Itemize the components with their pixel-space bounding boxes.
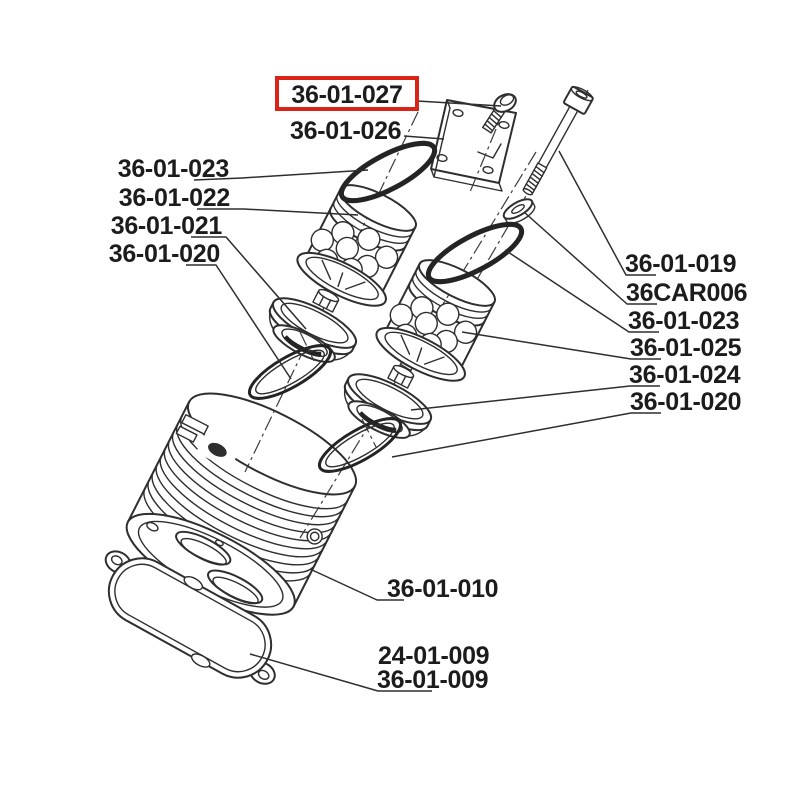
part-label-36-01-022: 36-01-022 <box>119 184 230 212</box>
piston-assembly-right-drawing <box>368 247 509 392</box>
axis-tick <box>299 331 315 362</box>
gasket-bolt-hole <box>110 555 123 566</box>
leader-o-ring-lower-right <box>391 412 661 458</box>
plate-screw-hole <box>452 109 464 117</box>
leader-piston-left <box>197 208 359 216</box>
leader-o-ring-upper-right <box>504 249 659 333</box>
cylinder-drawing <box>125 392 358 616</box>
part-label-36-01-020-left: 36-01-020 <box>109 240 220 268</box>
leader-washer <box>523 211 657 305</box>
part-labels: 36-01-027 36-01-026 36-01-023 36-01-022 … <box>109 81 748 694</box>
leader-o-ring-lower-left <box>186 264 292 380</box>
leader-valve-plate-right <box>410 385 660 411</box>
cylinder-port-hole <box>208 442 227 457</box>
part-label-36CAR006: 36CAR006 <box>626 279 747 307</box>
part-label-24-01-009: 24-01-009 <box>378 642 489 670</box>
plate-screw-hole <box>498 121 510 129</box>
cylinder-side-threaded-hole <box>306 528 323 545</box>
leader-screw <box>416 100 502 107</box>
axis-line-right-column <box>299 151 537 539</box>
part-label-36-01-010: 36-01-010 <box>387 575 498 603</box>
part-label-36-01-027: 36-01-027 <box>291 81 402 109</box>
cylinder-slot <box>175 425 198 443</box>
leader-cover-plate <box>403 135 445 140</box>
part-label-36-01-009: 36-01-009 <box>377 666 488 694</box>
plate-screw-hole <box>482 166 494 174</box>
bolt-drawing <box>522 85 594 196</box>
part-label-36-01-023-right: 36-01-023 <box>628 307 739 335</box>
screw-drawing <box>482 93 517 134</box>
leader-valve-plate-left <box>191 236 307 330</box>
leader-cylinder <box>309 568 404 601</box>
gasket-drawing <box>104 550 276 685</box>
piston-assembly-left-drawing <box>289 172 430 317</box>
part-label-36-01-019: 36-01-019 <box>625 250 736 278</box>
part-label-36-01-025: 36-01-025 <box>630 334 742 362</box>
part-label-36-01-021: 36-01-021 <box>111 212 223 240</box>
leader-lines <box>186 100 661 692</box>
axis-line-left-column <box>244 111 419 473</box>
part-label-36-01-024: 36-01-024 <box>629 361 741 389</box>
washer-drawing <box>502 198 536 224</box>
gasket-bolt-hole <box>257 669 270 680</box>
highlight-box <box>275 76 419 111</box>
leader-bolt <box>558 150 656 276</box>
axis-tick <box>361 418 377 448</box>
axis-line-screw <box>469 104 507 193</box>
part-label-36-01-026: 36-01-026 <box>290 117 401 145</box>
leader-gasket <box>249 653 432 692</box>
part-label-36-01-023-left: 36-01-023 <box>118 155 229 183</box>
cylinder-slot <box>181 414 209 435</box>
leader-o-ring-upper-left <box>193 169 369 181</box>
plate-screw-hole <box>436 154 448 162</box>
part-label-36-01-020-right: 36-01-020 <box>630 388 741 416</box>
leader-cage-right <box>461 331 661 360</box>
